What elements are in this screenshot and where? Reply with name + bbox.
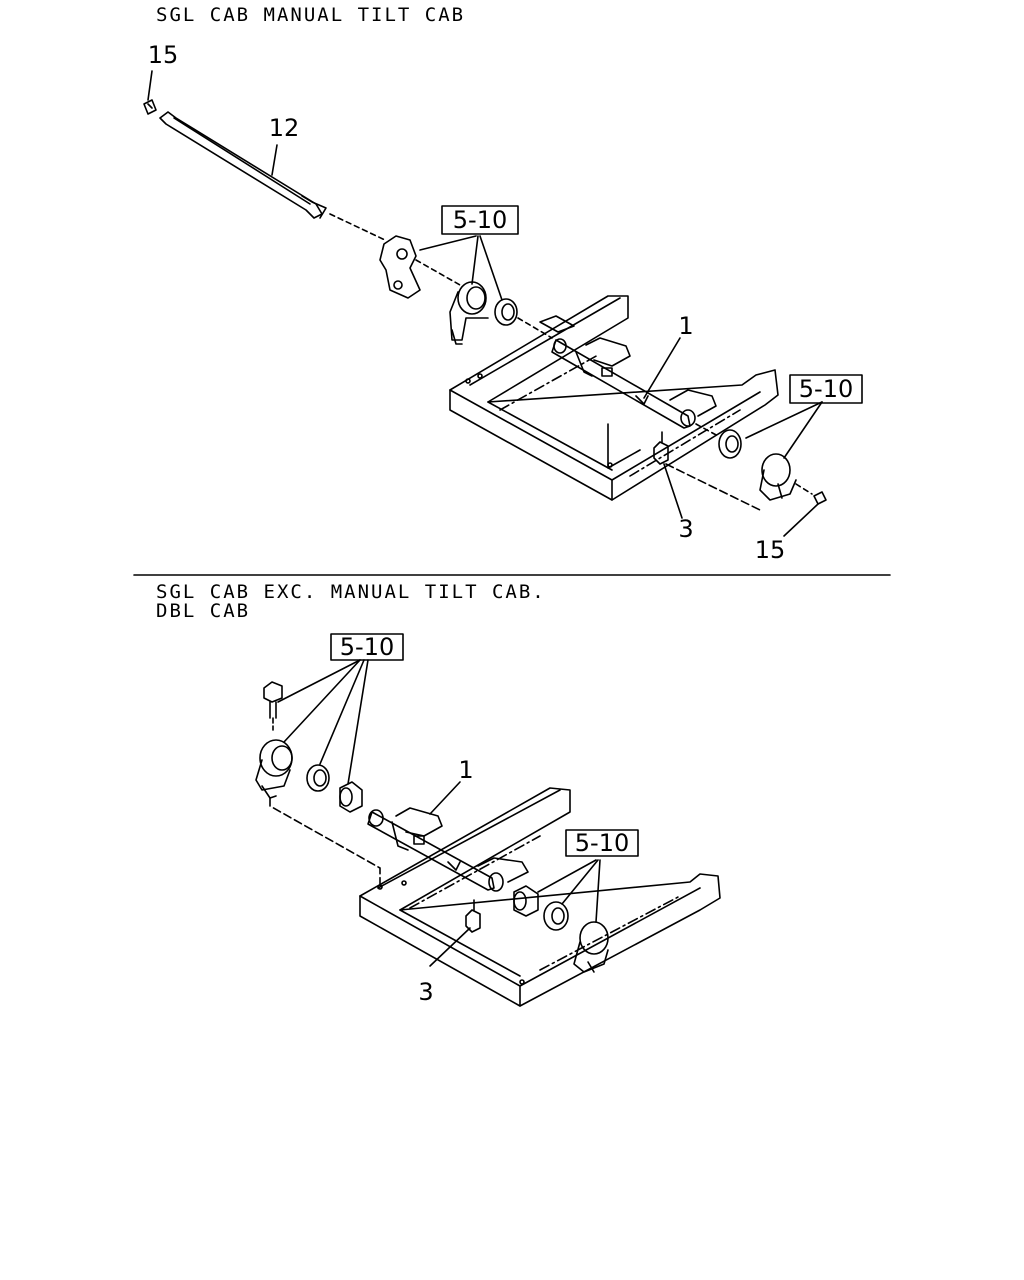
lower-bracket-left <box>255 739 293 799</box>
leader-3-upper <box>663 463 683 519</box>
leader-5-10-a <box>419 235 477 251</box>
callout-12: 12 <box>269 114 300 142</box>
leader-lower-5-10-f <box>561 859 599 905</box>
leader-lower-3 <box>429 927 471 967</box>
leader-5-10-d <box>745 401 823 439</box>
leader-lower-1 <box>429 781 461 815</box>
callout-1-lower: 1 <box>458 756 473 784</box>
callout-5-10-lower-left: 5-10 <box>340 633 394 661</box>
lower-bushing-right-b <box>543 901 569 931</box>
leader-lower-5-10-a <box>277 659 361 703</box>
lower-chassis-frame <box>359 787 721 1007</box>
leader-lower-5-10-c <box>319 659 365 765</box>
leader-lower-5-10-d <box>347 659 369 785</box>
callout-5-10-upper-right: 5-10 <box>799 375 853 403</box>
leader-5-10-c <box>479 235 503 301</box>
lower-bracket-right <box>573 921 609 973</box>
upper-section-heading: SGL CAB MANUAL TILT CAB <box>156 4 466 26</box>
lower-section-heading-line2: DBL CAB <box>156 600 251 622</box>
lower-assembly <box>255 633 721 1007</box>
callout-3-lower: 3 <box>418 978 433 1006</box>
upper-steering-link <box>159 111 386 241</box>
lower-section-heading-line1: SGL CAB EXC. MANUAL TILT CAB. <box>156 581 546 603</box>
callout-box-5-10-lower-right <box>565 829 639 857</box>
lower-cross-tube <box>367 807 529 892</box>
lower-bolt <box>263 681 283 731</box>
upper-bushing-right <box>695 423 742 459</box>
upper-bracket-right <box>759 453 797 501</box>
leader-15-right <box>783 503 819 537</box>
leader-1-upper <box>643 337 681 399</box>
upper-retainer-clip-right <box>795 483 827 505</box>
upper-retainer-clip-left <box>143 99 157 115</box>
lower-bushing-left-a <box>306 764 330 792</box>
callout-5-10-lower-right: 5-10 <box>575 829 629 857</box>
upper-bushing <box>494 298 553 339</box>
lower-bushing-left-b <box>339 781 363 813</box>
callout-15-upper-right: 15 <box>755 536 786 564</box>
callout-5-10-upper-left: 5-10 <box>453 206 507 234</box>
callout-box-5-10-lower-left <box>330 633 404 661</box>
callout-3-upper: 3 <box>678 515 693 543</box>
lower-bushing-right-a <box>513 885 539 917</box>
upper-grease-fitting <box>653 431 669 465</box>
callout-box-5-10-upper-left <box>441 205 519 235</box>
leader-5-10-e <box>783 401 823 459</box>
leader-lower-5-10-b <box>283 659 361 743</box>
upper-cross-tube <box>551 337 717 429</box>
upper-pivot-arm <box>379 235 461 299</box>
upper-bushing-bracket <box>449 281 489 345</box>
upper-chassis-frame <box>449 295 779 501</box>
leader-lower-5-10-e <box>537 859 597 893</box>
callout-box-5-10-upper-right <box>789 374 863 404</box>
leader-12 <box>271 144 278 176</box>
upper-assembly <box>143 70 863 537</box>
leader-5-10-b <box>471 235 479 285</box>
lower-grease-fitting <box>465 899 481 933</box>
leader-15-left <box>147 70 153 101</box>
leader-lower-5-10-g <box>595 859 601 923</box>
upper-plate <box>539 315 575 333</box>
callout-1-upper: 1 <box>678 312 693 340</box>
callout-15-upper-left: 15 <box>148 41 179 69</box>
